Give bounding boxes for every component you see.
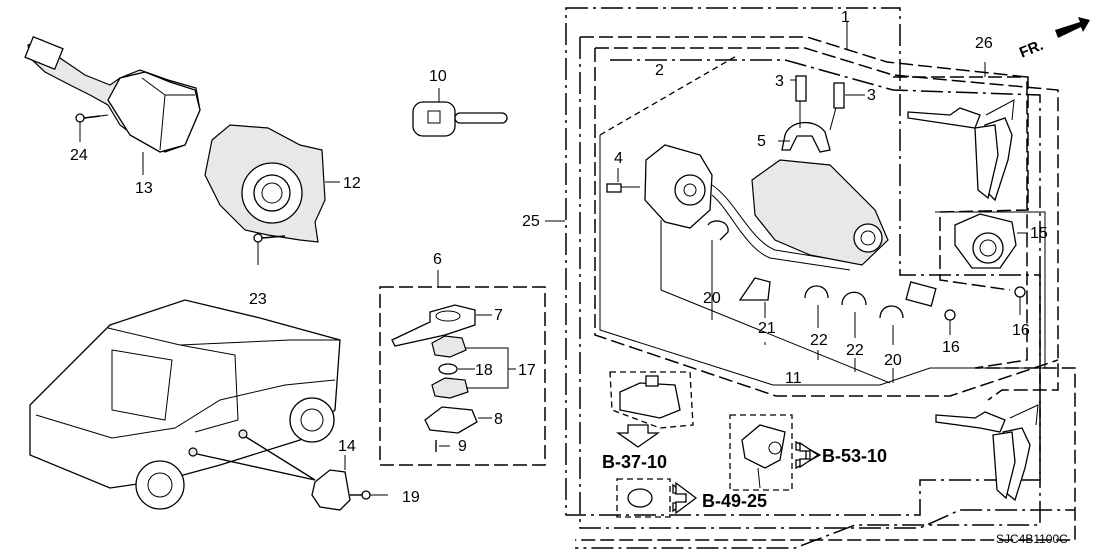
screws-16 bbox=[944, 286, 1026, 335]
callout-12[interactable]: 12 bbox=[343, 175, 361, 192]
reference-parts bbox=[609, 371, 822, 518]
boundary-15 bbox=[935, 211, 1046, 368]
remote-key-group bbox=[379, 270, 546, 466]
key-set-bottom bbox=[935, 404, 1039, 502]
key-10 bbox=[412, 88, 508, 137]
ignition-switch-assembly bbox=[606, 144, 891, 384]
cylinder-cover-15 bbox=[954, 213, 1028, 269]
screw-24 bbox=[75, 113, 101, 142]
boundary-26 bbox=[893, 76, 1029, 291]
reference-b-37-10[interactable]: B-37-10 bbox=[602, 452, 667, 472]
callout-20b[interactable]: 20 bbox=[884, 352, 902, 369]
combination-switch bbox=[24, 35, 201, 153]
callout-19[interactable]: 19 bbox=[402, 489, 420, 506]
callout-3b[interactable]: 3 bbox=[867, 87, 876, 104]
callout-4[interactable]: 4 bbox=[614, 150, 623, 167]
callout-24[interactable]: 24 bbox=[70, 147, 88, 164]
callout-21[interactable]: 21 bbox=[758, 320, 776, 337]
front-arrow-icon bbox=[1055, 17, 1090, 38]
callout-22a[interactable]: 22 bbox=[810, 332, 828, 349]
callout-9[interactable]: 9 bbox=[458, 438, 467, 455]
boundary-inner-c bbox=[599, 135, 1045, 386]
diagram-code: SJC4B1100C bbox=[996, 532, 1068, 546]
callout-1[interactable]: 1 bbox=[841, 9, 850, 26]
callout-10[interactable]: 10 bbox=[429, 68, 447, 85]
boundary-1b bbox=[579, 37, 1075, 529]
callout-5[interactable]: 5 bbox=[757, 133, 766, 150]
boundary-2b bbox=[594, 48, 1059, 397]
callout-26[interactable]: 26 bbox=[975, 35, 993, 52]
reference-b-53-10[interactable]: B-53-10 bbox=[822, 446, 887, 466]
callout-2[interactable]: 2 bbox=[655, 62, 664, 79]
callout-14[interactable]: 14 bbox=[338, 438, 356, 455]
front-label: FR. bbox=[1017, 37, 1046, 62]
callout-7[interactable]: 7 bbox=[494, 307, 503, 324]
clips bbox=[738, 277, 937, 383]
key-set-26 bbox=[907, 62, 1015, 202]
steering-lock bbox=[751, 22, 889, 266]
callout-16a[interactable]: 16 bbox=[942, 339, 960, 356]
cable-reel bbox=[204, 124, 340, 265]
reference-b-49-25[interactable]: B-49-25 bbox=[702, 491, 767, 511]
callout-20a[interactable]: 20 bbox=[703, 290, 721, 307]
callout-labels: 1 2 3 3 4 5 6 7 8 9 10 11 12 13 14 15 16… bbox=[70, 9, 1048, 506]
callout-15[interactable]: 15 bbox=[1030, 225, 1048, 242]
callout-13[interactable]: 13 bbox=[135, 180, 153, 197]
door-switch-14 bbox=[311, 455, 388, 511]
callout-22b[interactable]: 22 bbox=[846, 342, 864, 359]
boundary-2 bbox=[595, 47, 1059, 401]
boundary-inner-b bbox=[599, 54, 739, 136]
reference-links: B-37-10 B-49-25 B-53-10 bbox=[602, 446, 887, 511]
callout-18[interactable]: 18 bbox=[475, 362, 493, 379]
boundary-inner bbox=[575, 59, 1041, 549]
callout-6[interactable]: 6 bbox=[433, 251, 442, 268]
front-direction-indicator: FR. bbox=[1017, 17, 1090, 62]
vehicle-illustration bbox=[29, 299, 341, 510]
callout-25[interactable]: 25 bbox=[522, 213, 540, 230]
callout-8[interactable]: 8 bbox=[494, 411, 503, 428]
callout-17[interactable]: 17 bbox=[518, 362, 536, 379]
callout-3a[interactable]: 3 bbox=[775, 73, 784, 90]
callout-16b[interactable]: 16 bbox=[1012, 322, 1030, 339]
callout-11[interactable]: 11 bbox=[785, 370, 802, 387]
callout-23[interactable]: 23 bbox=[249, 291, 267, 308]
